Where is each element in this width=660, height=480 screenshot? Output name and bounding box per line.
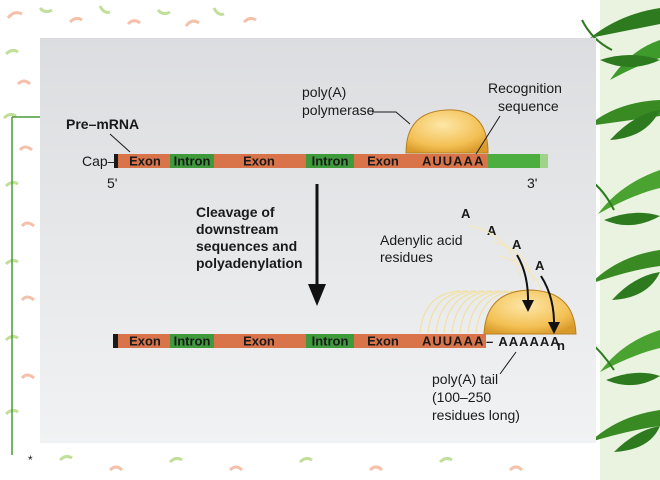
bottom-intron-2 (306, 334, 354, 348)
step-label-line3: sequences and (196, 238, 297, 254)
recognition-label-line1: Recognition (488, 80, 562, 96)
top-signal-region (414, 154, 488, 168)
bottom-strand: Exon Intron Exon Intron Exon AUUAAA (113, 334, 486, 349)
bottom-cap-marker (113, 334, 118, 348)
top-intron-2-label: Intron (312, 154, 349, 169)
free-adenylic-a-2: A (487, 223, 497, 238)
incorporation-arrowhead-2 (548, 322, 560, 334)
bottom-intron-1-label: Intron (174, 334, 211, 349)
enzyme-ghost-trail (419, 290, 517, 334)
polymerase-pointer (372, 111, 411, 125)
top-exon-2-label: Exon (243, 154, 275, 169)
free-adenylic-a-4: A (535, 258, 545, 273)
cap-label: Cap— (82, 153, 122, 169)
downstream-sequence (488, 154, 544, 168)
adenylic-label-line1: Adenylic acid (380, 232, 463, 248)
downstream-fade (540, 154, 548, 168)
top-signal-sequence: AUUAAA (422, 154, 484, 169)
polymerase-enzyme (405, 109, 489, 154)
tail-label-line2: (100–250 (432, 389, 491, 405)
bottom-intron-2-label: Intron (312, 334, 349, 349)
step-label-line1: Cleavage of (196, 204, 275, 220)
pre-mrna-label: Pre–mRNA (66, 116, 139, 132)
bottom-exon-2-label: Exon (243, 334, 275, 349)
bottom-signal-sequence: AUUAAA (422, 334, 484, 349)
decor-bamboo-leaves (581, 0, 660, 480)
recognition-label-line2: sequence (498, 98, 559, 114)
top-intron-1 (170, 154, 214, 168)
poly-a-tail-subscript: n (557, 338, 565, 353)
top-strand: Exon Intron Exon Intron Exon AUUAAA (118, 154, 548, 169)
pre-mrna-pointer (109, 133, 131, 153)
free-adenylic-a-3: A (512, 237, 522, 252)
incorporation-arrowhead-1 (522, 300, 534, 312)
five-prime-label: 5' (107, 175, 117, 191)
tail-label-line3: residues long) (432, 407, 520, 423)
cap-marker (114, 154, 119, 168)
step-label-line2: downstream (196, 221, 278, 237)
top-intron-1-label: Intron (174, 154, 211, 169)
polymerase-label-line2: polymerase (302, 102, 375, 118)
free-adenylic-a-1: A (461, 206, 471, 221)
tail-label-line1: poly(A) tail (432, 371, 498, 387)
motion-trails (469, 225, 543, 293)
tail-pointer (499, 351, 517, 375)
bottom-exon-3-label: Exon (367, 334, 399, 349)
top-intron-2 (306, 154, 354, 168)
top-exon-1-label: Exon (129, 154, 161, 169)
poly-a-tail-sequence: – AAAAAA (486, 334, 561, 349)
process-arrow (308, 184, 326, 306)
footnote-marker: * (28, 453, 33, 467)
adenylic-label-line2: residues (380, 249, 433, 265)
slide-frame-line (11, 116, 40, 455)
step-label-line4: polyadenylation (196, 255, 303, 271)
three-prime-label: 3' (527, 175, 537, 191)
polymerase-label-line1: poly(A) (302, 84, 346, 100)
recognition-pointer (475, 115, 501, 155)
bottom-intron-1 (170, 334, 214, 348)
top-exon-3-label: Exon (367, 154, 399, 169)
bottom-exon-1-label: Exon (129, 334, 161, 349)
